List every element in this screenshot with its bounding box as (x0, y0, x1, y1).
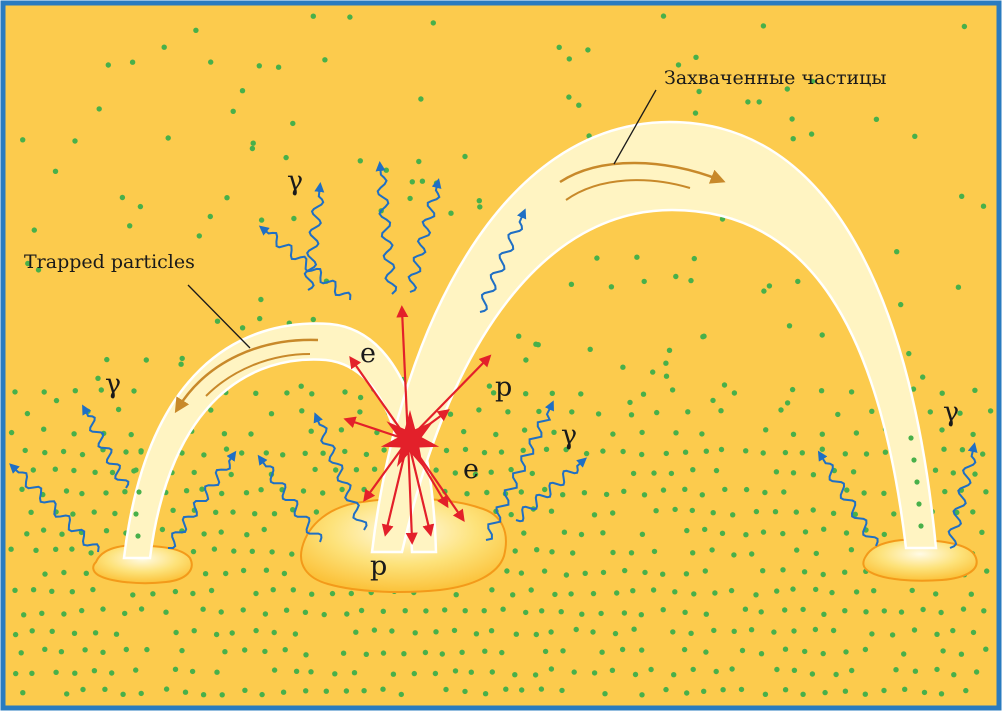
leader-line-trapped-ru (613, 89, 657, 165)
small-magnetic-loop (122, 322, 438, 560)
gamma-ray-waves (9, 161, 978, 553)
loop-leg-dots (133, 435, 924, 539)
particle-arrow (396, 305, 410, 441)
trapped-flow-arrow-right-inner (565, 179, 691, 201)
flare-star-icon (380, 410, 440, 467)
gamma-wave-arrow (257, 454, 323, 543)
trapped-flow-arrow-right (559, 161, 726, 184)
gamma-wave-arrow (258, 225, 352, 301)
gamma-wave-arrow (947, 442, 978, 549)
gamma-wave-arrow (515, 457, 587, 523)
particle-arrow (406, 439, 435, 537)
gamma-label-left: γ (105, 369, 121, 400)
gamma-wave-arrow (168, 450, 237, 549)
gamma-wave-arrow (375, 161, 398, 295)
large-magnetic-loop (370, 120, 938, 554)
gamma-label-top: γ (287, 166, 303, 197)
gamma-wave-arrow (407, 178, 442, 293)
gamma-wave-arrow (303, 182, 325, 291)
gamma-wave-arrow (313, 412, 368, 531)
trapped-flow-arrow-left-inner (205, 353, 311, 397)
gamma-wave-arrow (485, 400, 554, 541)
proton-label-lower: p (370, 551, 387, 582)
gamma-wave-arrow (82, 404, 130, 489)
gamma-label-center: γ (561, 420, 577, 451)
trapped-flow-arrow-left (174, 338, 319, 414)
label-trapped-particles-en: Trapped particles (24, 251, 195, 273)
leader-line-trapped-en (187, 284, 251, 349)
plasma-dots (8, 13, 994, 698)
proton-label-upper: p (495, 372, 512, 403)
gamma-label-right: γ (943, 397, 959, 428)
particle-arrow (407, 354, 492, 441)
gamma-wave-arrow (479, 208, 527, 313)
electron-label-upper: e (360, 338, 376, 369)
label-trapped-particles-ru: Захваченные частицы (664, 67, 887, 89)
particle-arrow (405, 439, 418, 545)
gamma-wave-arrow (817, 450, 879, 547)
electron-label-lower: e (463, 454, 479, 485)
gamma-wave-arrow (9, 463, 100, 553)
